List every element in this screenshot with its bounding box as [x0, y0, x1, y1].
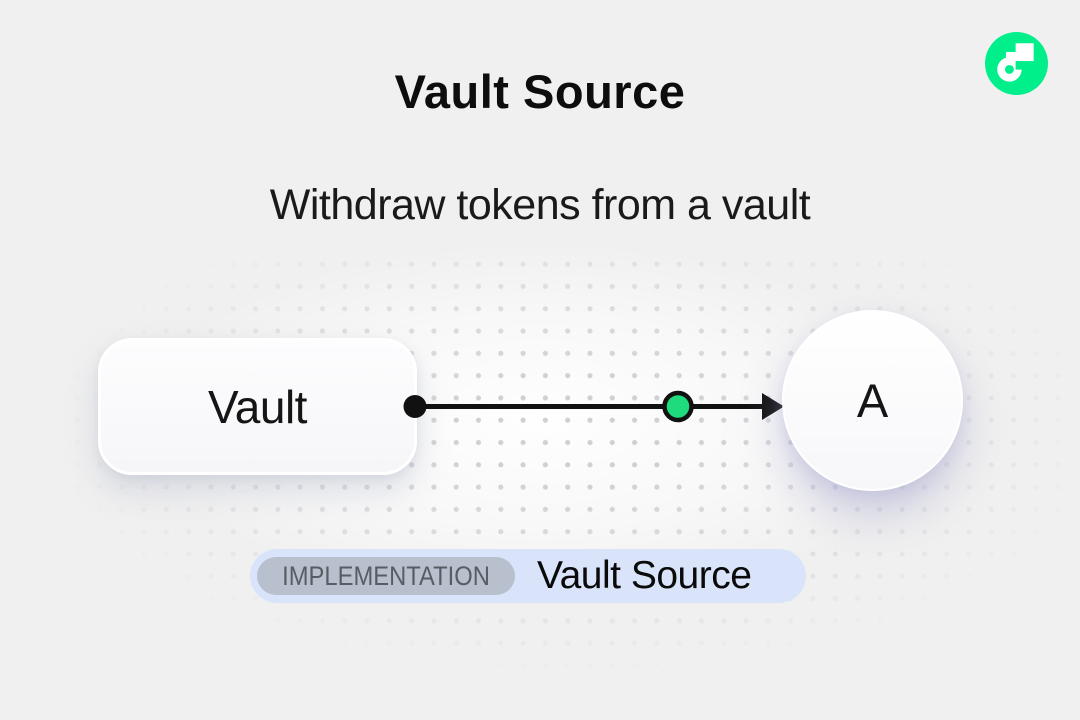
flow-logo-top-bar [1015, 43, 1034, 52]
arrowhead-icon [762, 393, 784, 420]
token-marker-dot [662, 390, 694, 423]
page-subtitle: Withdraw tokens from a vault [269, 181, 811, 229]
recipient-node-label: A [856, 374, 889, 427]
flow-logo-notch [1015, 61, 1025, 70]
implementation-badge: IMPLEMENTATION [257, 557, 515, 595]
implementation-badge-text: IMPLEMENTATION [282, 560, 490, 591]
implementation-label: Vault Source [537, 554, 752, 597]
recipient-node: A [782, 310, 963, 491]
implementation-pill: IMPLEMENTATION Vault Source [250, 549, 806, 603]
page-title: Vault Source [394, 65, 686, 118]
edge-start-dot [403, 395, 427, 418]
vault-node-label: Vault [208, 380, 307, 433]
edge-vault-to-recipient [403, 390, 784, 423]
flow-logo-icon [985, 32, 1048, 95]
flow-logo-cross-bar [1005, 51, 1034, 62]
vault-node: Vault [98, 338, 417, 475]
